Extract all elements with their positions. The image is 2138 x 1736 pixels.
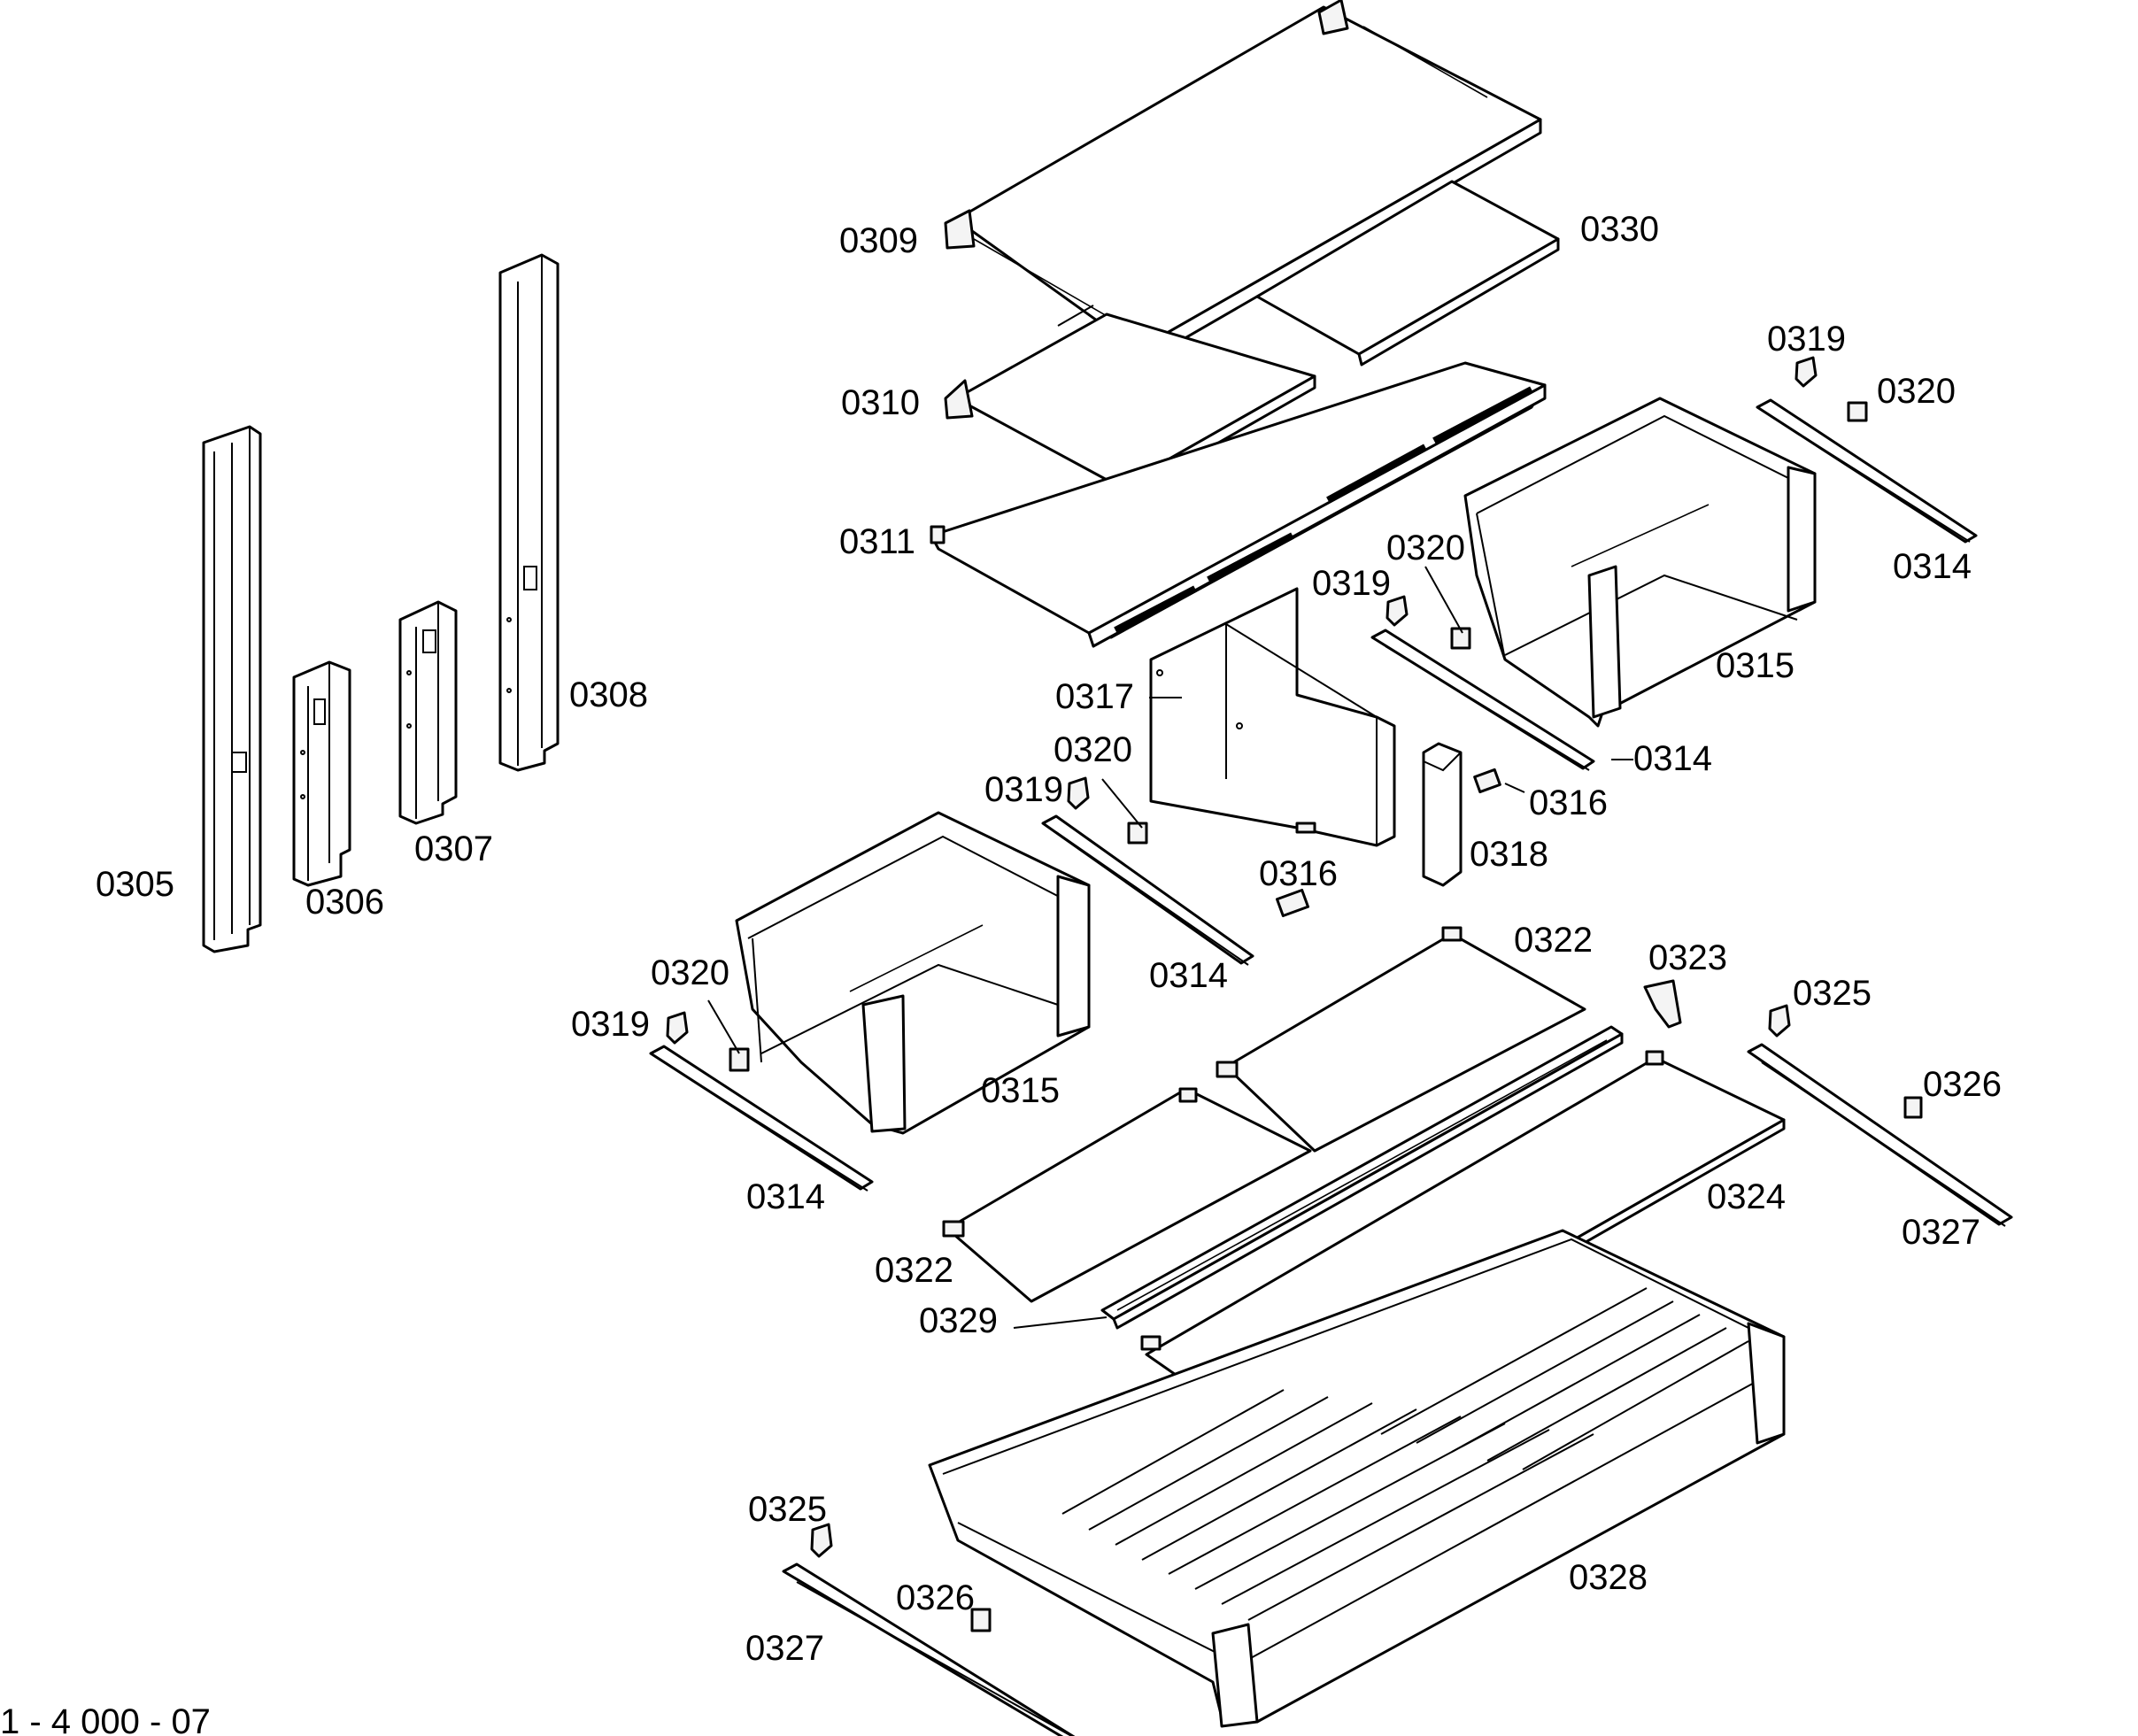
label-0328: 0328 [1569, 1558, 1648, 1597]
part-0326-bracket-bottom [970, 1608, 992, 1632]
part-0305-trim-strip [202, 425, 262, 953]
part-0315-drawer-right [1463, 397, 1817, 728]
label-0319-left: 0319 [571, 1005, 650, 1044]
leader-0310 [1057, 305, 1094, 327]
label-0314-mid-right: 0314 [1633, 739, 1712, 778]
part-0325-bracket-right [1768, 1004, 1791, 1038]
part-0309-glass-shelf [944, 0, 1542, 365]
label-0322-right: 0322 [1514, 921, 1593, 960]
label-0305: 0305 [96, 865, 174, 904]
footer-code: 1 - 4 000 - 07 [0, 1702, 211, 1736]
label-0320-mid: 0320 [1386, 529, 1465, 567]
label-0316-center: 0316 [1259, 854, 1338, 893]
label-0308: 0308 [569, 675, 648, 714]
label-0314-bottom-left: 0314 [746, 1177, 825, 1216]
label-0323: 0323 [1648, 938, 1727, 977]
part-0306-trim-strip [292, 660, 351, 887]
leader-0320-lower [1101, 778, 1143, 829]
label-0320-lower: 0320 [1054, 730, 1132, 769]
part-0314-rail-mid-right [1370, 629, 1595, 771]
label-0314-top-right: 0314 [1893, 547, 1972, 586]
label-0330: 0330 [1580, 210, 1659, 249]
tray-ribs [1061, 1287, 1749, 1621]
label-0324: 0324 [1707, 1177, 1786, 1216]
part-0330-glass-shelf [1255, 180, 1560, 366]
label-0309: 0309 [839, 221, 918, 260]
label-0326-right: 0326 [1923, 1065, 2002, 1104]
part-0325-bracket-bottom [810, 1523, 833, 1558]
part-0314-rail-mid-left [1041, 814, 1254, 966]
leader-0329 [1013, 1316, 1108, 1329]
part-0311-shelf-frame [930, 361, 1547, 648]
part-0320-bracket-lower [1127, 822, 1148, 845]
label-0319-lower: 0319 [984, 770, 1063, 809]
label-0311: 0311 [839, 522, 915, 561]
part-0318-handle [1422, 742, 1463, 887]
label-0306: 0306 [305, 883, 384, 922]
part-0319-bracket-mid [1385, 595, 1409, 627]
part-0316-clip-center [1275, 888, 1310, 918]
label-0320-left: 0320 [651, 953, 729, 992]
label-0325-bottom: 0325 [748, 1490, 827, 1529]
label-0314-mid-left: 0314 [1149, 956, 1228, 995]
leader-0320-mid [1424, 566, 1463, 634]
part-0328-bottom-tray [928, 1229, 1786, 1728]
part-0320-bracket-top [1847, 401, 1868, 422]
label-0318: 0318 [1470, 835, 1548, 874]
part-0315-drawer-left [735, 811, 1091, 1135]
label-0315-right: 0315 [1716, 646, 1795, 685]
label-0315-left: 0315 [981, 1071, 1060, 1110]
label-0317: 0317 [1055, 677, 1134, 716]
label-0310: 0310 [841, 383, 920, 422]
part-0326-bracket-right [1903, 1096, 1923, 1119]
part-0322-glass-panel-left [942, 1087, 1312, 1303]
part-0327-rail-right [1747, 1043, 2013, 1227]
part-0316-clip-right [1473, 768, 1501, 794]
label-0325-right: 0325 [1793, 974, 1872, 1013]
label-0329: 0329 [919, 1301, 998, 1340]
label-0307: 0307 [414, 829, 493, 868]
part-0329-divider-rail [1100, 1025, 1624, 1330]
part-0307-trim-strip [398, 600, 458, 825]
label-0326-bottom: 0326 [896, 1578, 975, 1617]
leader-0316 [1504, 783, 1525, 793]
part-0320-bracket-left [729, 1047, 750, 1072]
part-0319-bracket-lower [1067, 776, 1090, 810]
part-0323-bracket [1643, 979, 1682, 1029]
part-0314-rail-top-right [1756, 398, 1978, 544]
part-0327-rail-bottom [782, 1562, 1076, 1736]
part-0314-rail-bottom-left [649, 1045, 874, 1192]
label-0327-bottom: 0327 [745, 1629, 824, 1668]
label-0319-top: 0319 [1767, 320, 1846, 359]
part-0317-divider-panel [1149, 587, 1396, 847]
label-0320-top: 0320 [1877, 372, 1956, 411]
label-0316-right: 0316 [1529, 783, 1608, 822]
label-0319-mid: 0319 [1312, 564, 1391, 603]
part-0308-trim-strip [498, 253, 560, 772]
label-0327-right: 0327 [1902, 1213, 1980, 1252]
part-0319-bracket-left [666, 1011, 689, 1045]
leader-0320-left [707, 999, 740, 1054]
label-0322-left: 0322 [875, 1251, 953, 1290]
part-0322-glass-panel-right [1216, 926, 1586, 1153]
part-0319-bracket-top [1795, 356, 1818, 388]
